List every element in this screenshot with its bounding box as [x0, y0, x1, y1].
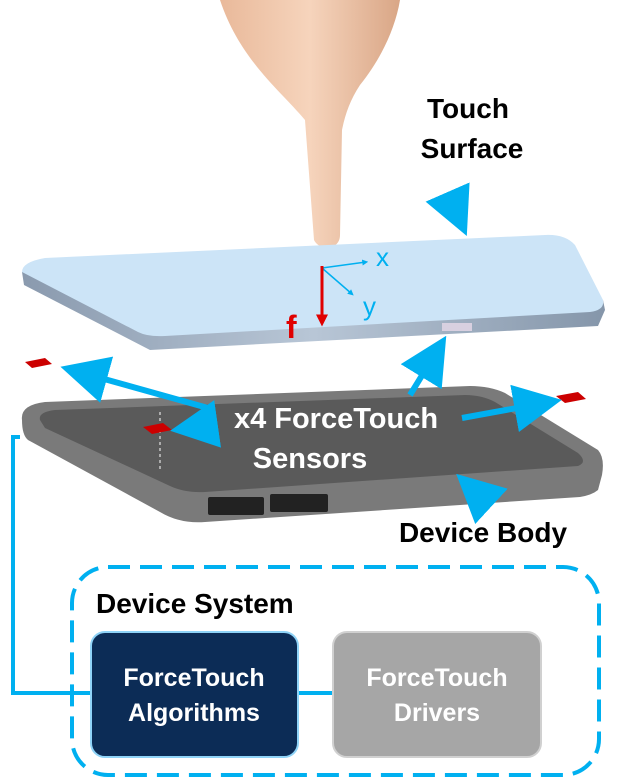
device-system-label: Device System: [96, 588, 294, 619]
algorithms-label: ForceTouch: [123, 664, 264, 692]
drivers-label: ForceTouch: [366, 664, 507, 692]
sensor-pad: [143, 423, 172, 434]
algorithms-block: ForceTouch Algorithms: [90, 631, 299, 758]
port-icon: [270, 494, 328, 512]
device-body-label: Device Body: [399, 517, 567, 548]
touch-surface-plate: [22, 234, 605, 350]
touch-surface-arrow: [425, 182, 470, 236]
axis-x-label: x: [376, 242, 389, 272]
connection-line: [11, 435, 90, 695]
drivers-block: ForceTouch Drivers: [332, 631, 542, 758]
sensor-arrow: [400, 335, 447, 397]
sensors-label: Sensors: [253, 443, 367, 475]
sensor-arrow: [170, 400, 222, 448]
algorithms-label: Algorithms: [128, 699, 260, 727]
port-icon: [208, 497, 264, 515]
sensor-pad: [25, 358, 52, 368]
touch-surface-label: Surface: [421, 133, 524, 164]
sensor-contact-mark: [442, 323, 472, 331]
drivers-label: Drivers: [394, 699, 480, 727]
finger-hand-icon: [220, 0, 400, 248]
x-axis-arrow: [321, 259, 369, 269]
device-system-box: [70, 565, 601, 777]
sensor-arrow: [461, 384, 562, 433]
touch-surface-label: Touch: [427, 93, 509, 124]
force-label: f: [286, 309, 297, 345]
device-body-arrow: [456, 473, 508, 525]
y-axis-arrow: [321, 267, 354, 296]
axis-y-label: y: [363, 291, 376, 321]
sensors-label: x4 ForceTouch: [234, 403, 438, 435]
sensor-pad: [556, 392, 586, 403]
